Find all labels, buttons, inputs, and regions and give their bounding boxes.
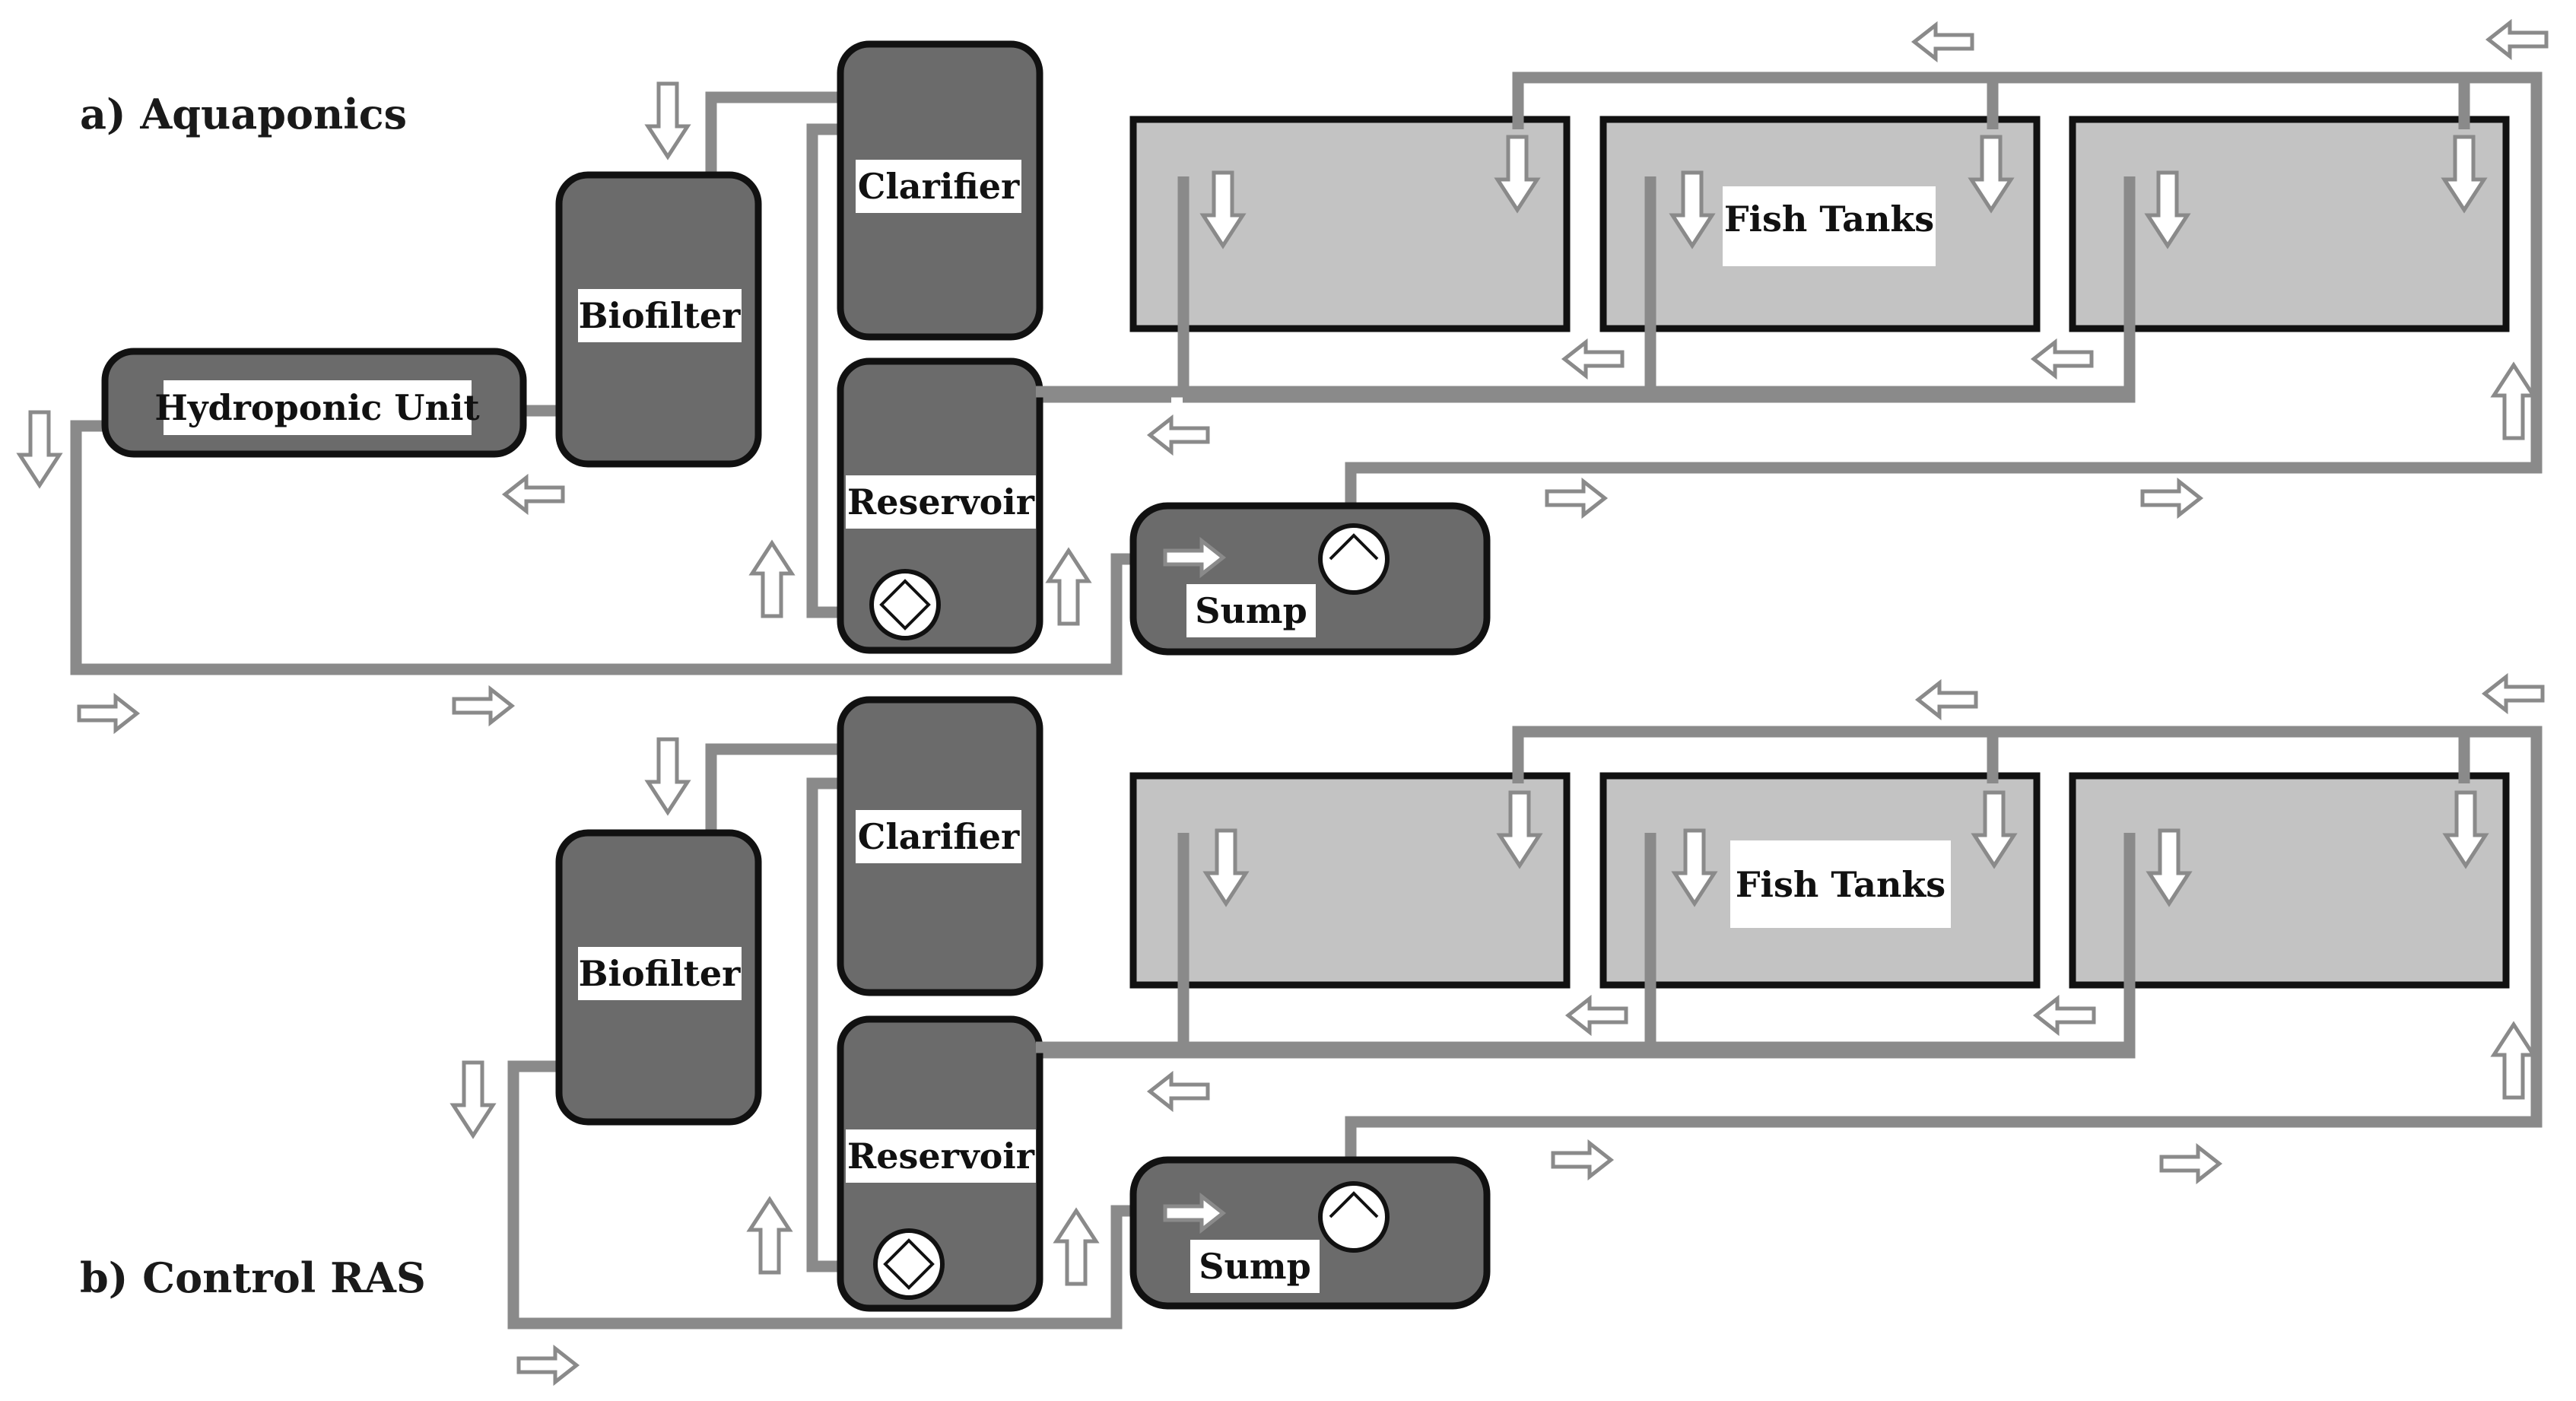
svg-text:Sump: Sump [1199, 1246, 1311, 1287]
section-title: a) Aquaponics [80, 90, 407, 138]
section-control-ras: b) Control RAS [80, 677, 2543, 1382]
fish-tank-1 [1129, 116, 1571, 332]
tank-pipes [1036, 78, 2470, 398]
svg-text:Clarifier: Clarifier [858, 816, 1020, 857]
svg-text:Clarifier: Clarifier [858, 166, 1020, 207]
fish-tank-3 [2069, 116, 2510, 332]
label-reservoir: Reservoir [846, 475, 1036, 529]
label-clarifier: Clarifier [856, 810, 1021, 863]
label-fish-tanks: Fish Tanks [1730, 840, 1951, 928]
svg-text:Hydroponic Unit: Hydroponic Unit [154, 387, 480, 428]
svg-text:Biofilter: Biofilter [579, 953, 741, 994]
svg-text:Reservoir: Reservoir [847, 1136, 1035, 1177]
pump-icon [1318, 523, 1390, 595]
svg-text:Sump: Sump [1195, 590, 1307, 631]
label-biofilter: Biofilter [578, 947, 742, 1000]
pump-icon [873, 1228, 945, 1300]
pump-icon [869, 569, 941, 640]
svg-text:Fish Tanks: Fish Tanks [1724, 199, 1934, 240]
label-reservoir: Reservoir [846, 1129, 1036, 1183]
pump-icon [1318, 1181, 1390, 1253]
label-hydroponic-unit: Hydroponic Unit [154, 380, 480, 435]
svg-text:Fish Tanks: Fish Tanks [1736, 864, 1945, 905]
label-sump: Sump [1186, 584, 1316, 637]
section-aquaponics: a) Aquaponics [20, 23, 2546, 730]
fish-tank-3 [2069, 772, 2510, 989]
svg-text:Reservoir: Reservoir [847, 481, 1035, 523]
label-biofilter: Biofilter [578, 289, 742, 342]
section-title: b) Control RAS [80, 1253, 426, 1302]
label-sump: Sump [1190, 1240, 1320, 1293]
label-fish-tanks: Fish Tanks [1723, 186, 1936, 266]
label-clarifier: Clarifier [856, 160, 1021, 213]
fish-tank-1 [1129, 772, 1571, 989]
svg-text:Biofilter: Biofilter [579, 295, 741, 336]
tank-pipes [1036, 732, 2470, 1053]
